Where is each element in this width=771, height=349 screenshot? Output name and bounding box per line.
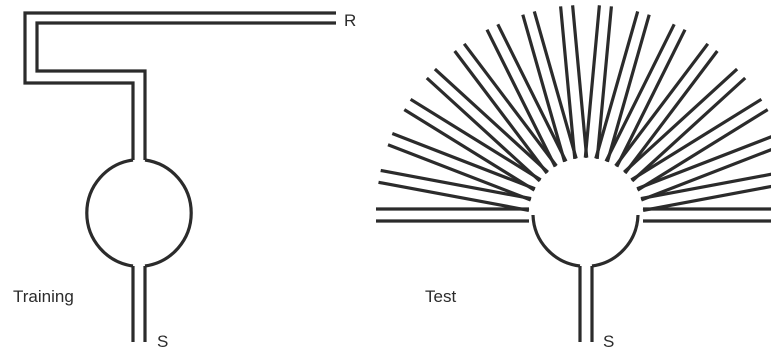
test-arm-9-wall-b xyxy=(571,5,589,158)
test-arm-2-wall-b xyxy=(380,168,532,201)
training-chamber-right xyxy=(144,158,193,268)
test-arm-12-wall-b xyxy=(615,28,687,168)
test-arms xyxy=(376,5,771,223)
test-label: Test xyxy=(425,287,456,306)
test-maze: S Test xyxy=(376,5,771,349)
test-arm-6-wall-b xyxy=(462,42,558,167)
test-arm-11-wall-b xyxy=(605,14,651,163)
test-arm-3-wall-b xyxy=(391,132,536,191)
test-arm-7-wall-a xyxy=(485,28,557,168)
test-start-label: S xyxy=(603,332,614,349)
test-arm-9-wall-a xyxy=(559,6,577,159)
test-arm-6-wall-a xyxy=(453,50,549,175)
training-label: Training xyxy=(13,287,74,306)
test-arm-13-wall-b xyxy=(623,50,719,175)
test-arm-2-wall-a xyxy=(378,180,530,212)
test-arm-17-wall-b xyxy=(642,184,771,212)
test-arm-15-wall-b xyxy=(636,108,769,192)
test-arm-16-wall-a xyxy=(636,135,771,191)
test-arm-4-wall-b xyxy=(409,97,542,182)
training-goal-label: R xyxy=(344,11,356,30)
test-arm-8-wall-b xyxy=(532,10,578,159)
test-arm-5-wall-a xyxy=(425,76,541,183)
test-arm-16-wall-b xyxy=(640,148,771,202)
test-arm-8-wall-a xyxy=(521,14,567,163)
test-arm-17-wall-a xyxy=(640,172,771,201)
test-arm-15-wall-a xyxy=(630,97,763,182)
training-corridor-outer-wall xyxy=(23,11,336,160)
test-arm-4-wall-a xyxy=(403,108,536,192)
training-start-label: S xyxy=(157,332,168,349)
test-arm-14-wall-a xyxy=(623,67,739,174)
test-arm-13-wall-a xyxy=(614,42,710,167)
test-arm-3-wall-a xyxy=(387,143,532,202)
test-arm-7-wall-b xyxy=(496,23,568,163)
test-arm-5-wall-b xyxy=(433,67,549,174)
test-chamber-right xyxy=(591,214,640,268)
test-arm-10-wall-a xyxy=(583,5,601,158)
training-maze: R S Training xyxy=(13,11,356,349)
test-arm-11-wall-a xyxy=(594,10,640,159)
test-arm-14-wall-b xyxy=(631,76,747,183)
training-chamber xyxy=(85,158,134,268)
test-arm-12-wall-a xyxy=(604,23,676,163)
test-arm-10-wall-b xyxy=(595,6,613,159)
test-chamber xyxy=(531,214,581,268)
training-corridor-inner-wall xyxy=(35,21,336,160)
